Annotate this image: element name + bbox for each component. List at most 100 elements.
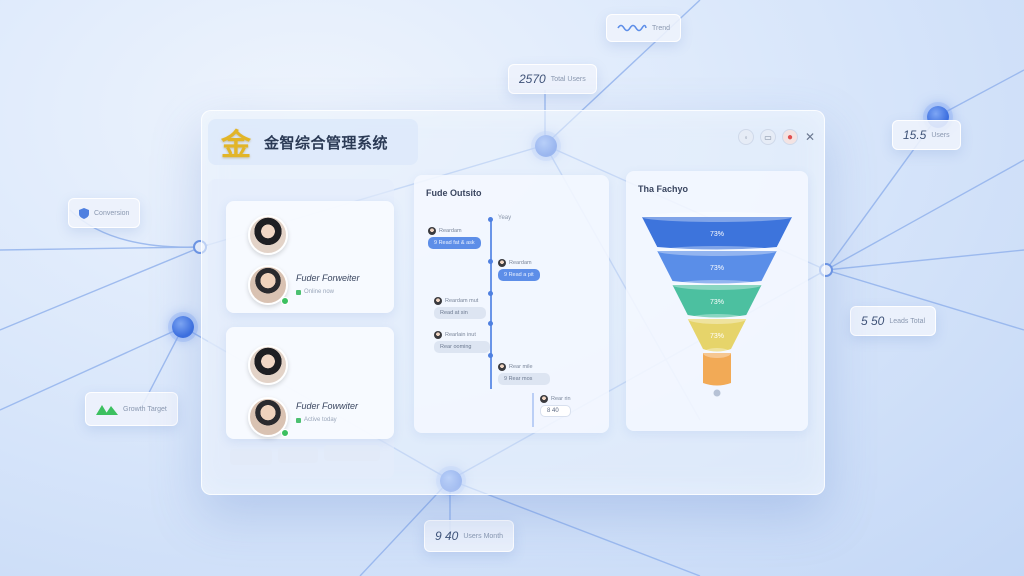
app-title: 金智综合管理系统 (264, 134, 389, 152)
close-icon[interactable]: ✕ (804, 130, 816, 144)
timeline-message[interactable]: Reardam 9 Read a pit (498, 259, 540, 281)
funnel-pager-dot[interactable] (713, 389, 721, 397)
stat-tag-month: 9 40 Users Month (424, 520, 515, 552)
stat-label: Conversion (94, 209, 130, 217)
funnel-stage[interactable]: 73% (657, 246, 777, 284)
funnel-stage[interactable] (703, 348, 731, 386)
message-bubble: 9 Rear mos (498, 373, 550, 385)
funnel-stage-label: 73% (710, 231, 724, 238)
funnel-segment (642, 217, 792, 250)
title-bar: 金 金智综合管理系统 ◦ ▭ ● ✕ (202, 111, 826, 169)
stat-label: Total Users (550, 75, 586, 83)
funnel-segment-top (642, 212, 792, 222)
funnel-title: Tha Fachyo (638, 184, 689, 194)
mini-avatar (434, 297, 442, 305)
funnel-stage-label: 73% (710, 333, 724, 340)
wave-icon (617, 24, 647, 32)
user-name: Fuder Fowwiter (296, 401, 359, 411)
timeline-line (532, 393, 534, 427)
message-author: Reardam (439, 228, 462, 234)
funnel-segment-top (657, 246, 777, 256)
mini-avatar (434, 331, 442, 339)
online-status-dot (281, 429, 289, 437)
stat-tag-leads: 5 50 Leads Total (850, 306, 937, 336)
funnel-stage[interactable]: 73% (687, 314, 747, 352)
avatar (248, 215, 288, 255)
placeholder-button (278, 447, 318, 463)
funnel-segment-top (703, 348, 731, 358)
message-bubble: Read at sin (434, 307, 486, 319)
stat-value: 9 40 (435, 529, 459, 543)
message-author: Rear rin (551, 396, 571, 402)
status-square (296, 417, 301, 423)
funnel-segment-top (687, 314, 747, 324)
timeline-line (490, 219, 492, 389)
alert-icon[interactable]: ● (782, 129, 798, 145)
stat-value: 2570 (519, 72, 546, 86)
mountain-icon (96, 405, 118, 415)
timeline-dot (488, 321, 493, 326)
logo: 金 (221, 128, 251, 163)
timeline-marker-label: Yeay (498, 215, 512, 221)
bookmark-icon[interactable]: ▭ (760, 129, 776, 145)
funnel-stage-label: 73% (710, 265, 724, 272)
network-node (172, 316, 194, 338)
user-status-text: Active today (304, 417, 337, 423)
mini-avatar (498, 363, 506, 371)
stat-tag-total-users: 2570 Total Users (508, 64, 597, 94)
mini-avatar (498, 259, 506, 267)
app-header: 金 金智综合管理系统 (208, 119, 418, 165)
user-name: Fuder Forweiter (296, 273, 360, 283)
timeline-dot (488, 259, 493, 264)
message-author: Rearlain inut (445, 332, 476, 338)
stat-label: Leads Total (889, 317, 926, 325)
avatar (248, 345, 288, 385)
main-window: 金 金智综合管理系统 ◦ ▭ ● ✕ Fuder Forweiter Onlin… (201, 110, 825, 495)
placeholder-button (324, 445, 380, 461)
user-status: Active today (296, 417, 337, 423)
message-author: Reardam (509, 260, 532, 266)
message-bubble: 8 40 (540, 405, 571, 417)
timeline-message[interactable]: Rear rin 8 40 (540, 395, 571, 417)
funnel-segment-top (672, 280, 762, 290)
timeline-dot (488, 291, 493, 296)
timeline-message[interactable]: Rearlain inut Rear ooming (434, 331, 490, 353)
user-status-text: Online now (304, 289, 335, 295)
funnel-segment (703, 353, 731, 386)
timeline-message[interactable]: Reardam mut Read at sin (434, 297, 486, 319)
message-bubble: Rear ooming (434, 341, 490, 353)
stat-label: Growth Target (123, 405, 167, 413)
funnel-chart: 73% 73% 73% 73% (642, 212, 792, 397)
stat-value: 5 50 (861, 314, 885, 328)
window-controls: ◦ ▭ ● ✕ (738, 129, 816, 145)
funnel-stage-label: 73% (710, 299, 724, 306)
user-status: Online now (296, 289, 334, 295)
stat-label: Trend (652, 24, 671, 32)
mini-avatar (540, 395, 548, 403)
message-author: Reardam mut (445, 298, 479, 304)
user-panel: Fuder Forweiter Online now Fuder Fowwite… (208, 179, 394, 479)
shield-icon (79, 207, 89, 219)
stat-label: Users Month (463, 532, 504, 540)
online-status-dot (281, 297, 289, 305)
placeholder-button (230, 449, 272, 465)
trend-tag: Trend (606, 14, 682, 42)
stat-label: Users (931, 131, 950, 139)
timeline-dot (488, 353, 493, 358)
funnel-stage[interactable]: 73% (672, 280, 762, 318)
funnel-stage[interactable]: 73% (642, 212, 792, 250)
message-author: Rear mile (509, 364, 533, 370)
stat-value: 15.5 (903, 128, 927, 142)
status-square (296, 289, 301, 295)
user-card[interactable]: Fuder Fowwiter Active today (226, 327, 394, 439)
funnel-segment (672, 285, 762, 318)
settings-icon[interactable]: ◦ (738, 129, 754, 145)
message-bubble: 9 Read fat & ask (428, 237, 481, 249)
funnel-segment (657, 251, 777, 284)
message-bubble: 9 Read a pit (498, 269, 540, 281)
conversion-tag: Conversion (68, 198, 141, 228)
user-card[interactable]: Fuder Forweiter Online now (226, 201, 394, 313)
timeline-message[interactable]: Reardam 9 Read fat & ask (428, 227, 481, 249)
timeline-message[interactable]: Rear mile 9 Rear mos (498, 363, 550, 385)
funnel-panel: Tha Fachyo 73% 73% 73% 73% (626, 171, 808, 431)
